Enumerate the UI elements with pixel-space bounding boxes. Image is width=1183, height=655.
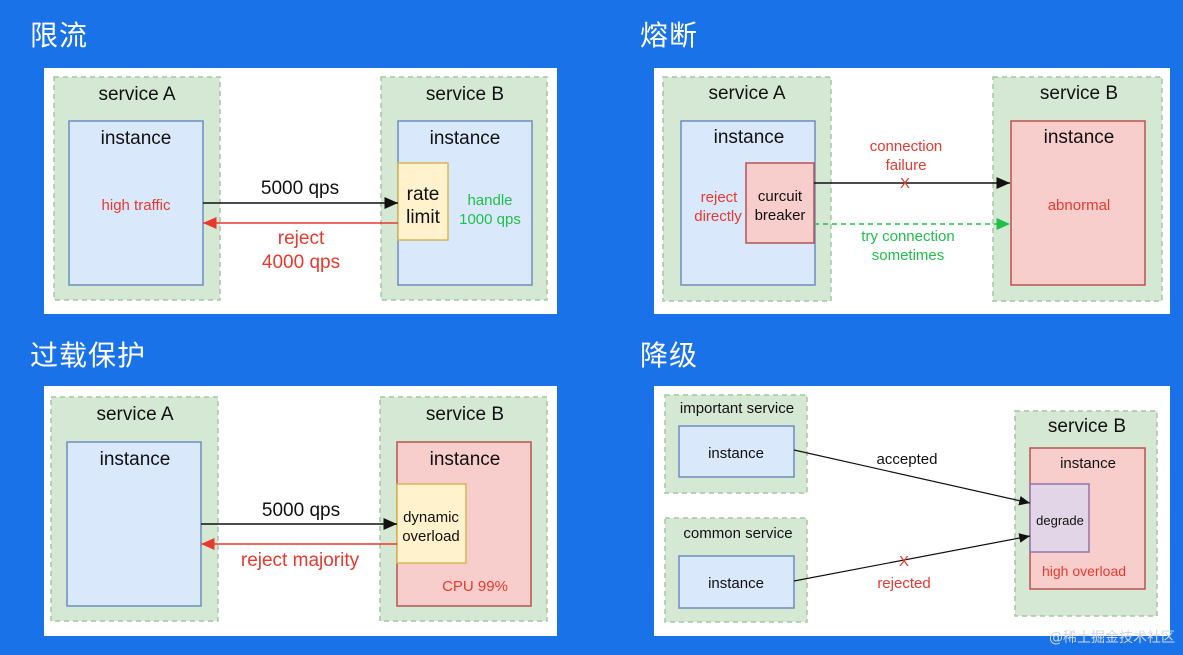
abnormal-label: abnormal bbox=[1048, 197, 1111, 214]
heading-circuit-break: 熔断 bbox=[640, 19, 699, 52]
rejected-arrow bbox=[793, 533, 1031, 582]
heading-overload-protection: 过载保护 bbox=[30, 339, 147, 372]
degrade-box bbox=[1029, 483, 1090, 553]
service-a-label: service A bbox=[708, 83, 785, 104]
watermark: @稀土掘金技术社区 bbox=[1049, 630, 1175, 646]
service-a-label: service A bbox=[98, 84, 175, 105]
reject-majority-label: reject majority bbox=[241, 550, 360, 571]
breaker-label: breaker bbox=[755, 207, 806, 224]
rate-limit-panel: service A instance high traffic service … bbox=[44, 68, 557, 314]
heading-degrade: 降级 bbox=[640, 339, 699, 372]
instance-b-label: instance bbox=[1060, 455, 1116, 472]
handle-label: handle bbox=[467, 192, 512, 209]
limit-label: limit bbox=[406, 207, 440, 228]
rejected-x-mark: X bbox=[899, 553, 909, 570]
rate-limit-box bbox=[397, 162, 449, 241]
instance-a-label: instance bbox=[714, 127, 785, 148]
failure-label: failure bbox=[886, 157, 927, 174]
high-overload-label: high overload bbox=[1042, 563, 1126, 579]
request-qps-label: 5000 qps bbox=[261, 178, 339, 199]
instance-important-label: instance bbox=[708, 445, 764, 462]
try-connection-label: try connection bbox=[861, 228, 954, 245]
instance-common-label: instance bbox=[708, 575, 764, 592]
directly-label: directly bbox=[694, 208, 742, 225]
overload-panel: service A instance service B instance CP… bbox=[44, 386, 557, 636]
service-b-label: service B bbox=[426, 404, 504, 425]
rejected-label: rejected bbox=[877, 575, 930, 592]
sometimes-label: sometimes bbox=[872, 247, 945, 264]
degrade-panel: important service instance common servic… bbox=[654, 386, 1170, 636]
instance-a-label: instance bbox=[100, 449, 171, 470]
instance-b-box bbox=[1010, 120, 1146, 286]
reject-qps-label: 4000 qps bbox=[262, 252, 340, 273]
instance-a-box bbox=[66, 441, 202, 607]
instance-a-box bbox=[68, 120, 204, 286]
rate-label: rate bbox=[407, 184, 440, 205]
degrade-diagram: important service instance common servic… bbox=[664, 394, 1158, 623]
circuit-breaker-box bbox=[745, 162, 815, 244]
reject-label: reject bbox=[278, 228, 325, 249]
connection-label: connection bbox=[870, 138, 943, 155]
rate-limit-diagram: service A instance high traffic service … bbox=[53, 76, 548, 301]
service-b-label: service B bbox=[1048, 416, 1126, 437]
accepted-arrow bbox=[793, 449, 1031, 506]
dynamic-label: dynamic bbox=[403, 509, 459, 526]
service-a-label: service A bbox=[96, 404, 173, 425]
degrade-label: degrade bbox=[1036, 513, 1084, 528]
important-service-label: important service bbox=[680, 400, 794, 417]
common-service-label: common service bbox=[683, 525, 792, 542]
reject-label: reject bbox=[701, 189, 739, 206]
failure-x-mark: X bbox=[900, 175, 910, 192]
handle-qps-label: 1000 qps bbox=[459, 211, 521, 228]
instance-common-box bbox=[678, 555, 795, 609]
heading-rate-limit: 限流 bbox=[30, 19, 89, 52]
instance-important-box bbox=[678, 425, 795, 478]
service-b-label: service B bbox=[426, 84, 504, 105]
curcuit-label: curcuit bbox=[758, 188, 803, 205]
accepted-label: accepted bbox=[877, 451, 938, 468]
overload-diagram: service A instance service B instance CP… bbox=[50, 396, 548, 622]
cpu-usage-label: CPU 99% bbox=[442, 578, 508, 595]
instance-a-label: instance bbox=[101, 128, 172, 149]
instance-b-label: instance bbox=[1044, 127, 1115, 148]
instance-b-label: instance bbox=[430, 128, 501, 149]
instance-b-label: instance bbox=[430, 449, 501, 470]
high-traffic-label: high traffic bbox=[102, 197, 171, 214]
service-b-label: service B bbox=[1040, 83, 1118, 104]
circuit-break-panel: service A instance reject directly curcu… bbox=[654, 68, 1170, 314]
overload-label: overload bbox=[402, 528, 460, 545]
circuit-break-diagram: service A instance reject directly curcu… bbox=[662, 76, 1163, 302]
request-qps-label: 5000 qps bbox=[262, 500, 340, 521]
